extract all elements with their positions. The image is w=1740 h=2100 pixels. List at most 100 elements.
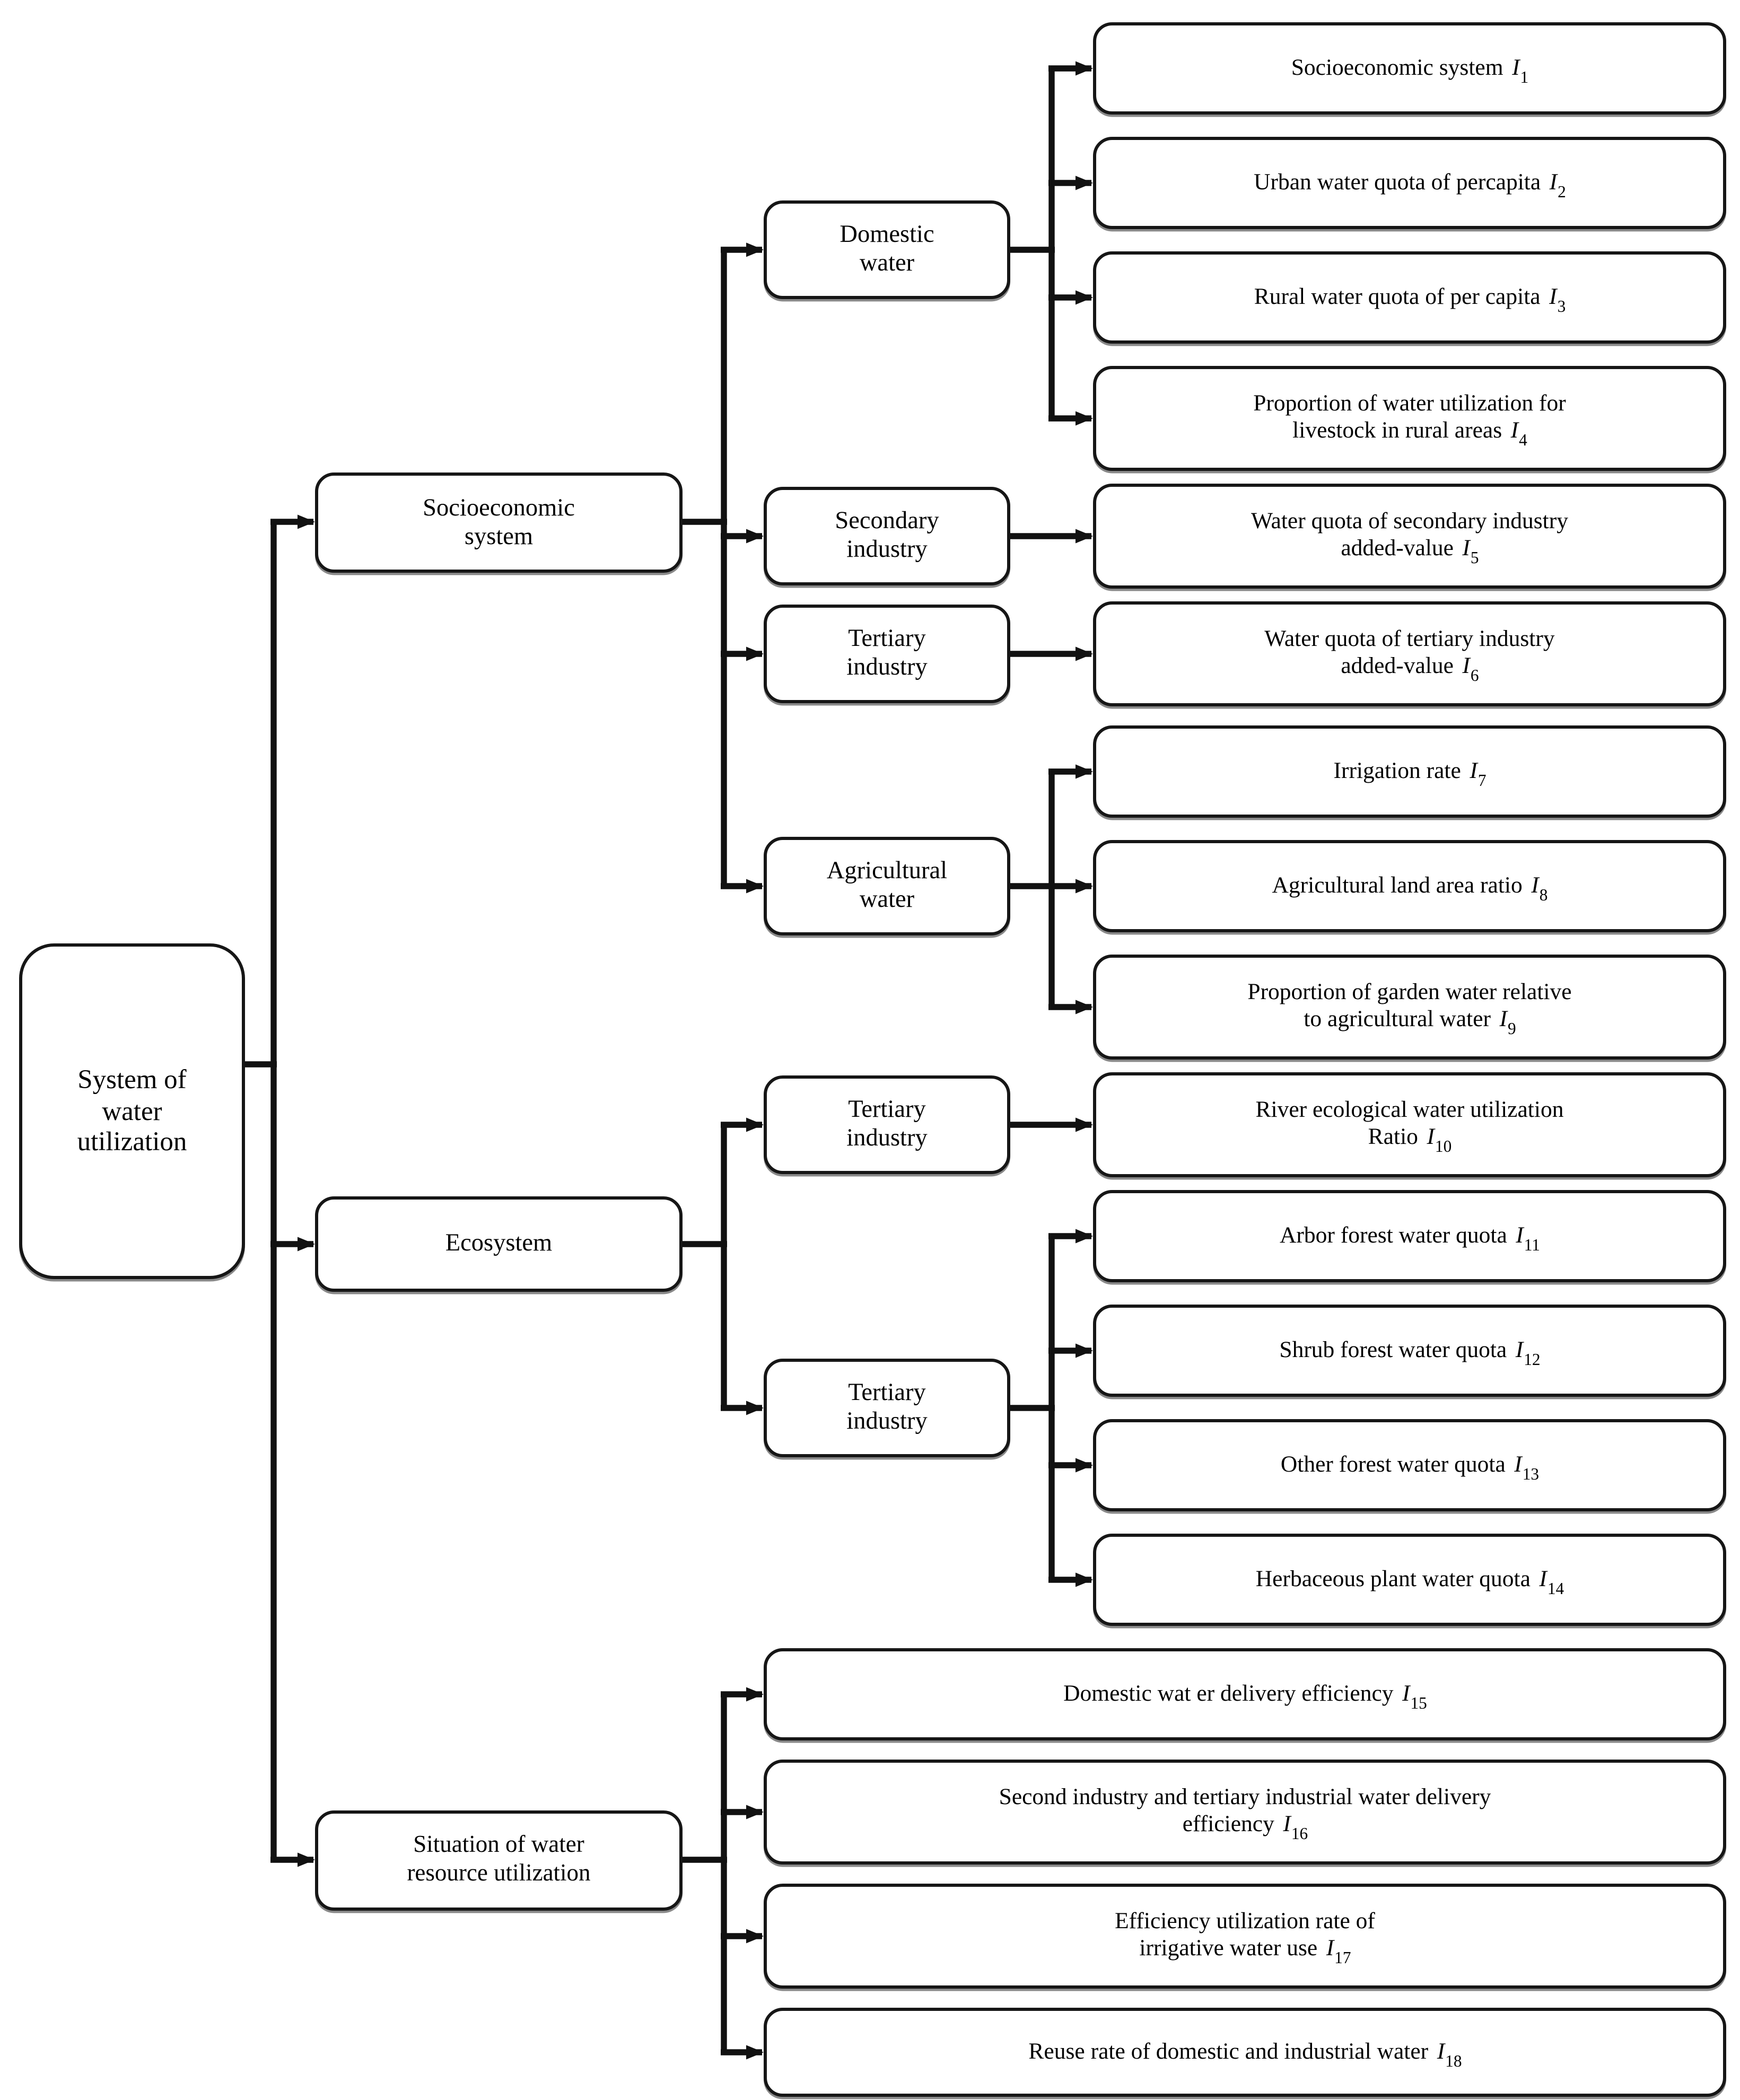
node-label-text: Reuse rate of domestic and industrial wa… (1028, 2038, 1429, 2064)
node-i8: Agricultural land area ratio I8 (1093, 840, 1726, 932)
node-label-line: Tertiary (848, 625, 926, 654)
indicator-symbol: I3 (1549, 284, 1566, 316)
node-i3: Rural water quota of per capita I3 (1093, 251, 1726, 344)
indicator-subscript: 11 (1524, 1237, 1540, 1255)
indicator-variable: I (1499, 1007, 1508, 1032)
node-label-line: Rural water quota of per capita I3 (1254, 284, 1566, 316)
indicator-variable: I (1531, 872, 1539, 898)
indicator-symbol: I1 (1512, 55, 1528, 87)
indicator-variable: I (1283, 1812, 1291, 1838)
indicator-variable: I (1549, 169, 1558, 195)
indicator-subscript: 3 (1557, 299, 1566, 317)
node-label-line: Tertiary (848, 1379, 926, 1408)
node-i12: Shrub forest water quota I12 (1093, 1305, 1726, 1397)
node-label-text: to agricultural water (1304, 1007, 1491, 1032)
node-label-text: River ecological water utilization (1255, 1098, 1564, 1124)
node-label-text: Agricultural (826, 858, 948, 885)
indicator-variable: I (1462, 536, 1470, 562)
node-label-text: Tertiary (848, 625, 926, 653)
node-label-line: to agricultural water I9 (1304, 1007, 1516, 1039)
node-label-text: water (859, 250, 915, 277)
node-label-text: Urban water quota of percapita (1254, 169, 1541, 195)
indicator-variable: I (1549, 284, 1557, 310)
indicator-symbol: I18 (1437, 2038, 1462, 2071)
node-label-text: Other forest water quota (1280, 1451, 1506, 1477)
indicator-subscript: 1 (1520, 69, 1529, 88)
indicator-subscript: 10 (1435, 1139, 1452, 1157)
indicator-subscript: 2 (1558, 184, 1566, 202)
indicator-variable: I (1437, 2038, 1445, 2064)
node-label-text: Secondary (835, 508, 939, 535)
indicator-symbol: I13 (1514, 1452, 1539, 1484)
node-label-line: irrigative water use I17 (1139, 1936, 1351, 1968)
node-label-line: Agricultural land area ratio I8 (1272, 872, 1548, 905)
indicator-symbol: I11 (1516, 1222, 1540, 1255)
indicator-variable: I (1510, 418, 1519, 444)
indicator-symbol: I5 (1462, 536, 1479, 568)
indicator-subscript: 17 (1334, 1950, 1351, 1968)
node-i2: Urban water quota of percapita I2 (1093, 137, 1726, 229)
node-label-text: Rural water quota of per capita (1254, 284, 1541, 310)
node-label-text: added-value (1341, 654, 1454, 679)
node-label-text: resource utilization (407, 1860, 591, 1886)
node-i13: Other forest water quota I13 (1093, 1419, 1726, 1511)
node-label-line: system (465, 523, 533, 552)
node-label-text: irrigative water use (1139, 1936, 1318, 1962)
indicator-symbol: I14 (1539, 1566, 1564, 1598)
indicator-variable: I (1516, 1222, 1524, 1248)
node-label-line: industry (846, 1408, 927, 1437)
indicator-symbol: I17 (1326, 1936, 1351, 1968)
node-label-line: Socioeconomic (423, 494, 575, 523)
indicator-variable: I (1539, 1566, 1547, 1592)
indicator-symbol: I16 (1283, 1812, 1308, 1844)
indicator-symbol: I8 (1531, 872, 1547, 905)
node-label-line: Ecosystem (445, 1230, 552, 1258)
indicator-subscript: 9 (1507, 1021, 1516, 1039)
node-i16: Second industry and tertiary industrial … (764, 1760, 1726, 1865)
node-label-line: Water quota of tertiary industry (1264, 627, 1554, 654)
indicator-subscript: 7 (1477, 773, 1487, 791)
indicator-symbol: I2 (1549, 169, 1566, 202)
indicator-symbol: I4 (1510, 418, 1527, 450)
indicator-subscript: 12 (1524, 1352, 1541, 1370)
node-label-text: system (464, 522, 534, 550)
node-label-text: Water quota of secondary industry (1251, 509, 1569, 535)
node-label-line: Other forest water quota I13 (1280, 1451, 1539, 1484)
node-label-line: Situation of water (413, 1833, 584, 1860)
indicator-subscript: 8 (1539, 887, 1548, 905)
node-label-text: added-value (1341, 536, 1454, 562)
node-label-line: water (860, 886, 914, 915)
node-label-line: Shrub forest water quota I12 (1279, 1337, 1541, 1369)
node-label-text: water (859, 886, 915, 913)
node-label-text: Shrub forest water quota (1279, 1337, 1507, 1363)
indicator-symbol: I12 (1516, 1337, 1541, 1369)
indicator-subscript: 14 (1547, 1581, 1564, 1599)
node-i18: Reuse rate of domestic and industrial wa… (764, 2008, 1726, 2097)
indicator-subscript: 13 (1522, 1466, 1540, 1484)
indicator-subscript: 5 (1470, 550, 1479, 568)
node-label-text: industry (846, 1408, 928, 1435)
node-label-text: System of (77, 1064, 187, 1095)
node-label-line: added-value I5 (1341, 536, 1479, 568)
indicator-variable: I (1462, 654, 1470, 679)
node-label-text: Agricultural land area ratio (1272, 872, 1523, 898)
node-label-text: Domestic wat er delivery efficiency (1063, 1681, 1394, 1707)
